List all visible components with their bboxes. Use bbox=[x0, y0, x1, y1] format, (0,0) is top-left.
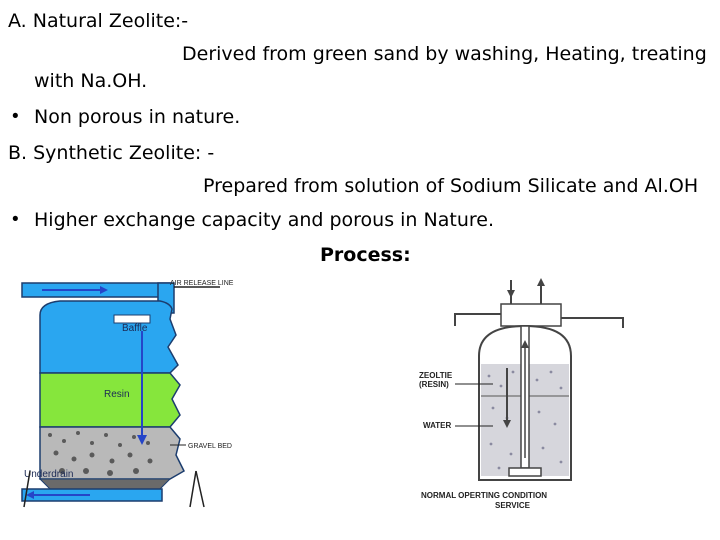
arrow-head-icon bbox=[100, 286, 108, 294]
baffle-label: Baffle bbox=[122, 323, 148, 334]
resin-label: Resin bbox=[104, 389, 130, 400]
condition-caption: NORMAL OPERTING CONDITION bbox=[421, 491, 547, 500]
softener-diagram: AIR RELEASE LINE Baffle Resin GRAVEL BED… bbox=[21, 280, 234, 508]
tank-leg bbox=[189, 470, 197, 508]
gravel-texture bbox=[48, 431, 153, 476]
tank-bottom bbox=[38, 478, 172, 490]
synthetic-zeolite-bullet: Higher exchange capacity and porous in N… bbox=[34, 209, 494, 231]
gravel-bed-label: GRAVEL BED bbox=[188, 443, 232, 450]
arrow-head-icon bbox=[137, 435, 147, 445]
process-label: Process: bbox=[320, 244, 411, 266]
arrow-down-icon bbox=[507, 290, 515, 298]
bullet-icon: • bbox=[12, 106, 19, 127]
air-release-label: AIR RELEASE LINE bbox=[170, 280, 234, 287]
arrow-head-icon bbox=[26, 491, 34, 499]
outlet-pipe bbox=[561, 317, 624, 328]
water-label: WATER bbox=[423, 421, 452, 430]
natural-zeolite-description-line-1: Derived from green sand by washing, Heat… bbox=[182, 43, 707, 65]
natural-zeolite-bullet: Non porous in nature. bbox=[34, 106, 241, 128]
baffle-plate bbox=[113, 314, 151, 324]
zeolite-label: ZEOLTIE bbox=[419, 371, 453, 380]
synthetic-zeolite-heading: B. Synthetic Zeolite: - bbox=[8, 142, 215, 164]
arrow-down-icon bbox=[503, 420, 511, 428]
tank-leg bbox=[195, 470, 205, 508]
natural-zeolite-description-line-2: with Na.OH. bbox=[34, 70, 148, 92]
zeolite-resin-label: (RESIN) bbox=[419, 380, 449, 389]
service-caption: SERVICE bbox=[495, 501, 531, 510]
arrow-up-icon bbox=[521, 340, 529, 348]
tank-resin-zone bbox=[39, 372, 181, 428]
tank-leg bbox=[23, 470, 31, 508]
valve-head bbox=[500, 303, 562, 327]
underdrain-label: Underdrain bbox=[24, 469, 73, 480]
outlet-pipe bbox=[21, 488, 163, 502]
tank-water-zone bbox=[39, 300, 179, 374]
bottom-distributor bbox=[508, 467, 542, 477]
side-pipe bbox=[454, 313, 501, 318]
bullet-icon: • bbox=[12, 209, 19, 230]
arrow-up-icon bbox=[537, 278, 545, 286]
synthetic-zeolite-description: Prepared from solution of Sodium Silicat… bbox=[203, 175, 699, 197]
service-diagram: ZEOLTIE (RESIN) WATER NORMAL OPERTING CO… bbox=[419, 278, 624, 510]
natural-zeolite-heading: A. Natural Zeolite:- bbox=[8, 10, 189, 32]
